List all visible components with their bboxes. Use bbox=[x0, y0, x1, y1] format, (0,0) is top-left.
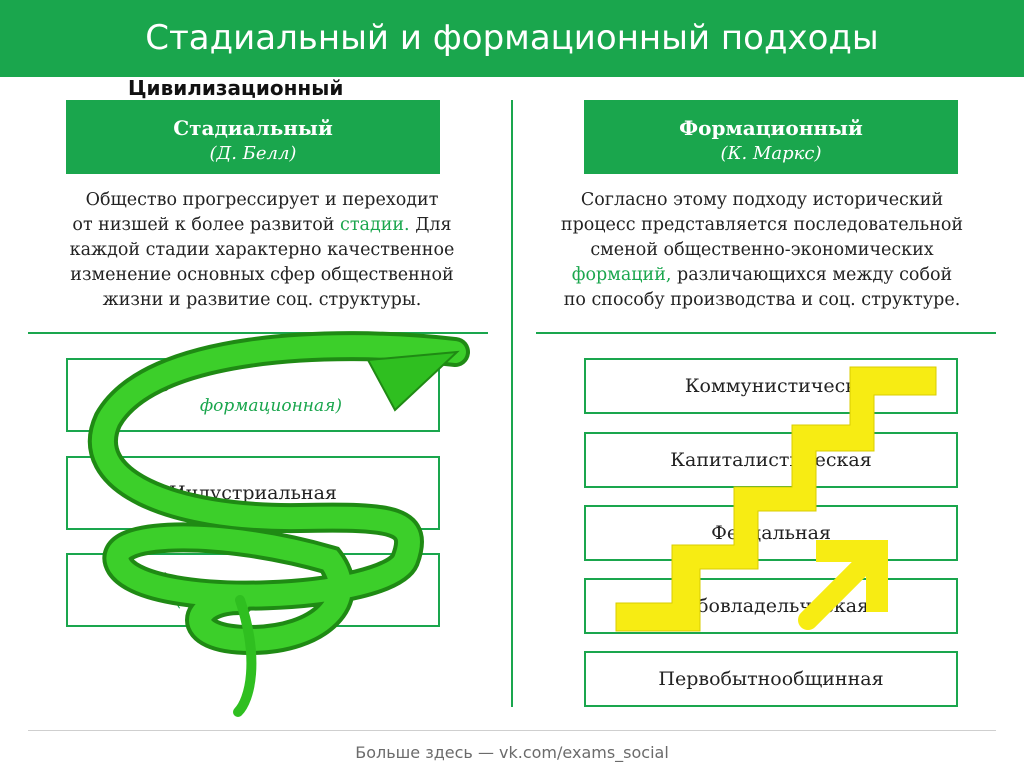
left-divider bbox=[28, 332, 488, 334]
header-bar: Стадиальный и формационный подходы bbox=[0, 0, 1024, 77]
formation-desc-line: Согласно этому подходу исторический bbox=[580, 190, 944, 210]
formation-desc-line: по способу производства и соц. структуре… bbox=[563, 290, 961, 310]
formation-label: Коммунистическ bbox=[684, 375, 858, 397]
formation-keyword: формаций, bbox=[571, 265, 672, 285]
formation-heading: Формационный (К. Маркс) bbox=[584, 100, 958, 174]
stadial-author: (Д. Белл) bbox=[209, 143, 297, 164]
formation-communist: Коммунистическ bbox=[584, 358, 958, 414]
yellow-stairs-graphic bbox=[615, 366, 937, 632]
stadial-desc-line: изменение основных сфер общественной bbox=[70, 265, 454, 285]
footer-divider bbox=[28, 730, 996, 731]
formation-description: Согласно этому подходу исторический проц… bbox=[548, 188, 976, 313]
stadial-desc-line: от низшей к более развитой стадии. Для bbox=[72, 215, 452, 235]
stadial-desc-line: Общество прогрессирует и переходит bbox=[85, 190, 439, 210]
stage-sublabel: формационная) bbox=[199, 396, 342, 416]
formation-desc-line: сменой общественно-экономических bbox=[590, 240, 934, 260]
right-divider bbox=[536, 332, 996, 334]
green-spiral-graphic bbox=[87, 331, 470, 717]
stadial-desc-line: каждой стадии характерно качественное bbox=[69, 240, 455, 260]
formation-label: Первобытнообщинная bbox=[658, 668, 884, 690]
stadial-heading: Стадиальный (Д. Белл) bbox=[66, 100, 440, 174]
formation-desc-line: процесс представляется последовательной bbox=[560, 215, 964, 235]
formation-author: (К. Маркс) bbox=[720, 143, 822, 164]
stadial-title: Стадиальный bbox=[173, 116, 333, 140]
page-title: Стадиальный и формационный подходы bbox=[145, 18, 879, 58]
footer-link-text: Больше здесь — vk.com/exams_social bbox=[355, 743, 669, 762]
stadial-keyword: стадии. bbox=[340, 215, 410, 235]
center-divider bbox=[511, 100, 513, 707]
formation-desc-line: формаций, различающихся между собой bbox=[571, 265, 953, 285]
stadial-desc-line: жизни и развитие соц. структуры. bbox=[102, 290, 422, 310]
formation-primitive: Первобытнообщинная bbox=[584, 651, 958, 707]
civilization-label: Цивилизационный bbox=[128, 76, 344, 100]
formation-label: Капиталистическая bbox=[670, 449, 872, 471]
formation-title: Формационный bbox=[679, 116, 863, 140]
stadial-description: Общество прогрессирует и переходит от ни… bbox=[48, 188, 476, 313]
